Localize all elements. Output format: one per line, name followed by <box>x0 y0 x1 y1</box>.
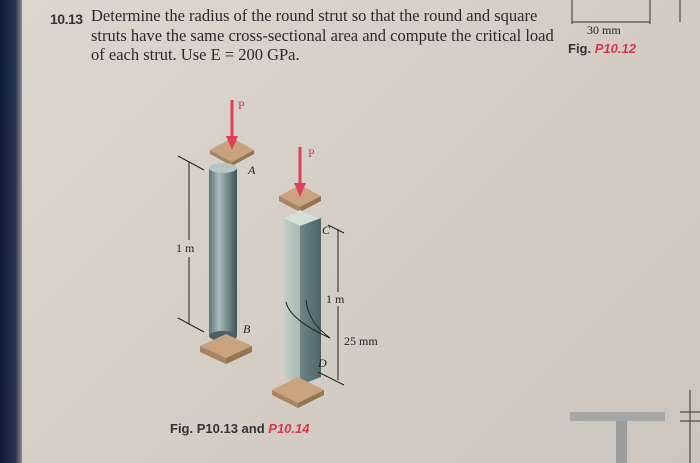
length-label-round: 1 m <box>176 241 195 255</box>
load-label-round: P <box>238 98 245 112</box>
side-dimension-label: 25 mm <box>344 334 378 348</box>
point-c-label: C <box>322 223 331 237</box>
square-strut <box>272 185 324 408</box>
fig-p10-12-caption: Fig. P10.12 <box>568 41 636 56</box>
problem-statement: Determine the radius of the round strut … <box>91 6 554 64</box>
point-d-label: D <box>318 356 327 370</box>
figure-caption: Fig. P10.13 and P10.14 <box>170 421 309 436</box>
t-section-figure <box>570 390 700 463</box>
fig-p10-12-dimension-label: 30 mm <box>587 23 621 37</box>
textbook-page <box>22 0 700 463</box>
length-dimension-round <box>177 155 205 333</box>
book-spine <box>0 0 22 463</box>
fig-p10-12-dimension <box>571 0 681 24</box>
load-arrow-square <box>294 147 306 197</box>
point-a-label: A <box>248 163 256 177</box>
problem-number: 10.13 <box>50 11 83 27</box>
round-strut <box>200 138 254 364</box>
caption-prefix: Fig. P10.13 and <box>170 421 265 436</box>
caption-prefix: Fig. <box>568 41 592 56</box>
length-dimension-square <box>285 224 345 386</box>
caption-ref: P10.14 <box>268 421 310 436</box>
load-arrow-round <box>226 100 238 150</box>
caption-ref: P10.12 <box>594 41 636 56</box>
length-label-square: 1 m <box>326 292 345 306</box>
point-b-label: B <box>243 322 251 336</box>
load-label-square: P <box>308 146 315 160</box>
